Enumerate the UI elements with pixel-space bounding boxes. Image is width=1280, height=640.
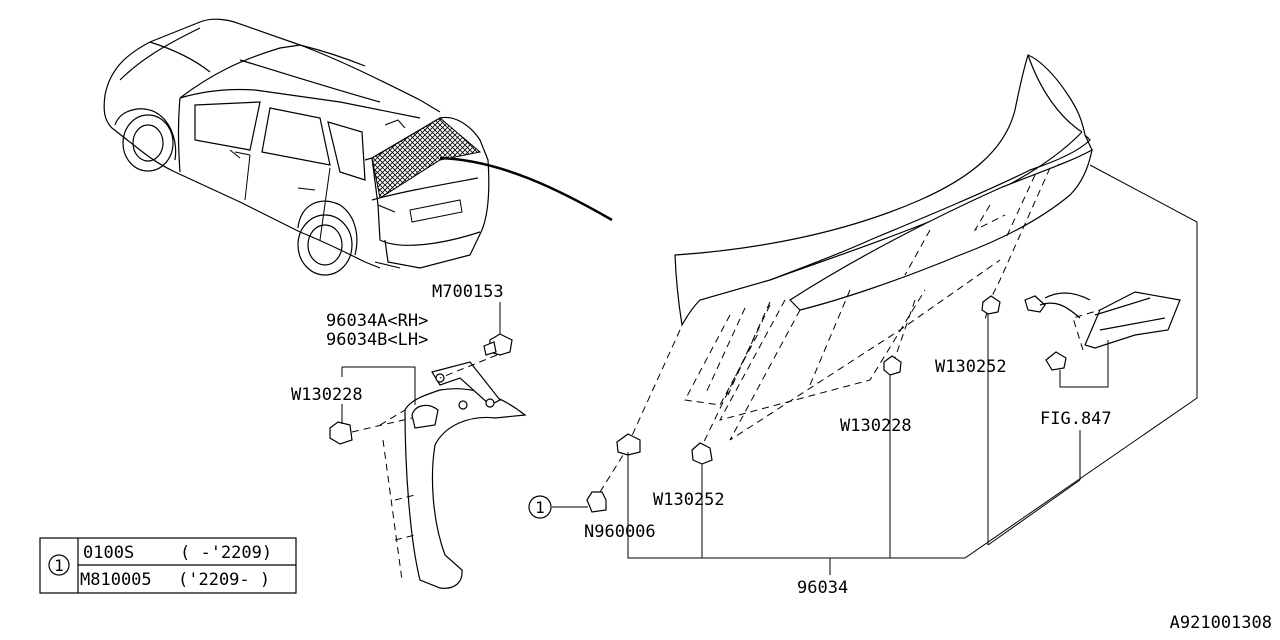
leader-lines — [552, 164, 1198, 575]
label-w130228-center: W130228 — [840, 416, 912, 436]
label-w130252-lower: W130252 — [653, 490, 725, 510]
legend-table: 1 0100S ( -'2209) M810005 ('2209- ) — [39, 537, 297, 594]
rear-spoiler-part — [586, 54, 1181, 513]
callout-ref-number: 1 — [535, 498, 545, 517]
label-w130228-left: W130228 — [291, 385, 363, 405]
label-fig847: FIG.847 — [1040, 409, 1112, 429]
label-96034b-lh: 96034B<LH> — [326, 330, 428, 350]
legend-marker: 1 — [54, 556, 64, 575]
label-n960006: N960006 — [584, 522, 656, 542]
label-m700153: M700153 — [432, 282, 504, 302]
legend-row-2-range: ('2209- ) — [178, 570, 270, 590]
vehicle-illustration — [103, 18, 613, 276]
label-96034a-rh: 96034A<RH> — [326, 311, 428, 331]
legend-row-2-part: M810005 — [80, 570, 152, 590]
legend-row-1-part: 0100S — [83, 543, 134, 563]
callout-ref-marker: 1 — [528, 495, 552, 519]
legend-row-1-range: ( -'2209) — [180, 543, 272, 563]
label-w130252-upper: W130252 — [935, 357, 1007, 377]
side-garnish-part — [329, 302, 527, 589]
label-96034: 96034 — [797, 578, 848, 598]
catalog-number: A921001308 — [1170, 613, 1272, 633]
